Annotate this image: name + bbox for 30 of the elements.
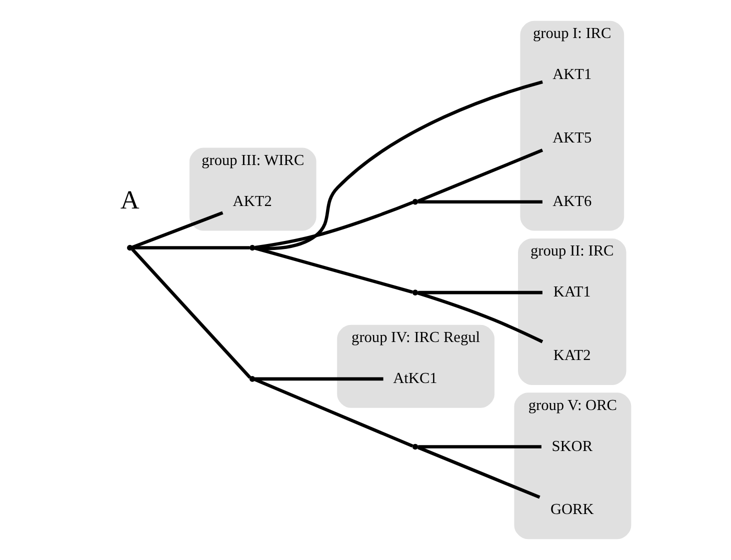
connector: [417, 291, 544, 344]
node-text: KAT1: [553, 284, 591, 301]
connector: [254, 378, 414, 448]
node-text: KAT2: [553, 347, 591, 364]
connector: [132, 246, 250, 250]
node-text: GORK: [550, 501, 594, 518]
connector: [131, 248, 252, 379]
node-text: AKT2: [232, 192, 272, 210]
node-point: [249, 376, 256, 382]
node-text: SKOR: [552, 438, 593, 455]
node-point: [412, 444, 418, 450]
connector: [417, 446, 540, 499]
node-text: AKT6: [552, 192, 592, 210]
connector: [254, 246, 413, 294]
node-point: [412, 198, 418, 205]
node-text: AKT1: [552, 66, 592, 84]
label: A: [120, 186, 140, 215]
connector: [254, 377, 384, 381]
connector: [254, 200, 414, 250]
node-point: [249, 244, 256, 251]
node-point: [412, 290, 418, 296]
connector: [417, 148, 544, 203]
connector: [418, 200, 542, 204]
connector: [418, 290, 542, 294]
connector: [254, 80, 543, 250]
node-text: AtKC1: [393, 370, 438, 387]
connector: [418, 445, 542, 448]
node-text: AKT5: [552, 129, 592, 146]
connector: [132, 211, 224, 249]
node-point: [126, 244, 133, 251]
